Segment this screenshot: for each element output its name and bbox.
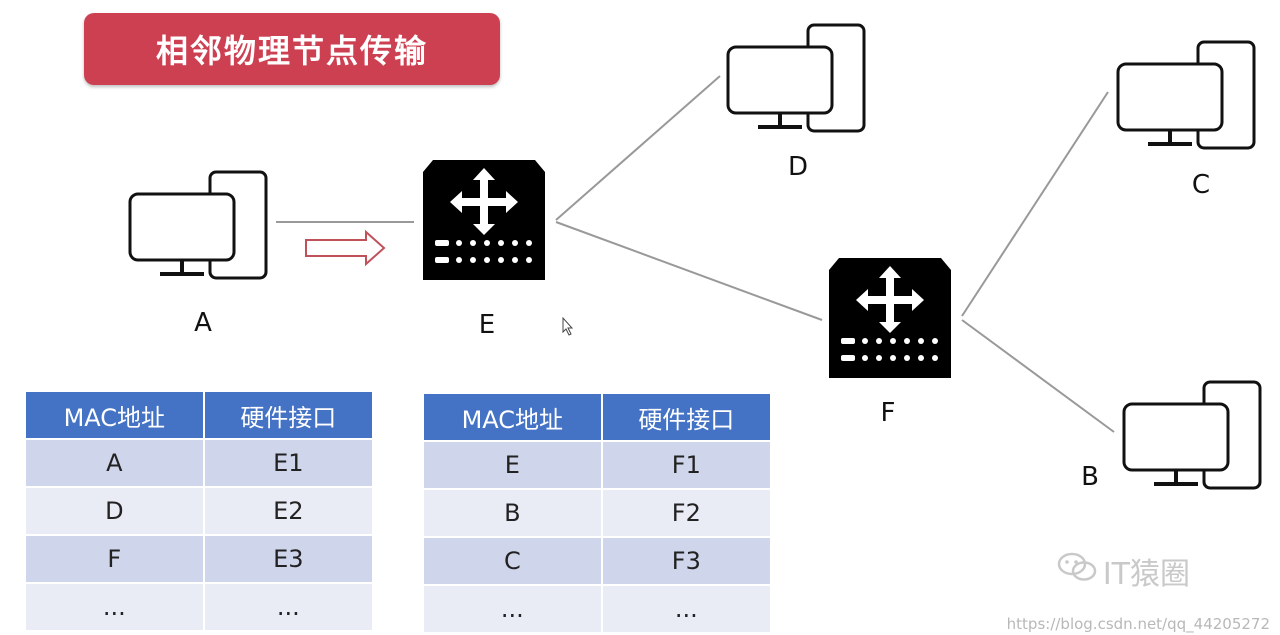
table-cell: ... xyxy=(601,584,770,632)
table-e-header-mac: MAC地址 xyxy=(26,392,205,439)
table-cell: E xyxy=(424,440,603,489)
router-f-icon xyxy=(829,258,951,378)
transmit-arrow xyxy=(305,229,386,267)
computer-c-icon xyxy=(1116,40,1256,150)
link-e-d xyxy=(555,75,721,221)
computer-a-icon xyxy=(128,170,268,280)
watermark-text: IT猿圈 xyxy=(1102,557,1190,592)
watermark: IT猿圈 xyxy=(1057,549,1190,593)
label-c: C xyxy=(1191,170,1211,200)
table-cell: ... xyxy=(424,584,603,632)
table-f-header-mac: MAC地址 xyxy=(424,394,603,441)
label-b: B xyxy=(1081,462,1099,492)
table-row: ...... xyxy=(26,582,372,630)
table-cell: A xyxy=(26,438,205,487)
link-e-f xyxy=(555,221,823,321)
table-cell: ... xyxy=(26,582,205,630)
table-cell: F xyxy=(26,534,205,583)
cursor-icon xyxy=(562,316,574,336)
router-e-icon xyxy=(423,160,545,280)
table-cell: E2 xyxy=(203,486,372,535)
computer-b-icon xyxy=(1122,380,1262,490)
label-d: D xyxy=(787,152,809,182)
table-cell: F3 xyxy=(601,536,770,585)
table-cell: F1 xyxy=(601,440,770,489)
link-f-b xyxy=(961,319,1115,433)
table-cell: B xyxy=(424,488,603,537)
label-a: A xyxy=(194,308,212,338)
source-url: https://blog.csdn.net/qq_44205272 xyxy=(1006,615,1270,633)
title-banner: 相邻物理节点传输 xyxy=(84,13,500,85)
table-cell: C xyxy=(424,536,603,585)
table-cell: E3 xyxy=(203,534,372,583)
table-row: ...... xyxy=(424,584,770,632)
link-f-c xyxy=(961,91,1109,317)
table-e-header-port: 硬件接口 xyxy=(203,392,372,439)
label-f: F xyxy=(880,398,896,428)
label-e: E xyxy=(478,310,496,340)
table-cell: ... xyxy=(203,582,372,630)
computer-d-icon xyxy=(726,23,866,133)
table-f-header-port: 硬件接口 xyxy=(601,394,770,441)
table-cell: E1 xyxy=(203,438,372,487)
wechat-icon xyxy=(1057,551,1097,591)
table-cell: F2 xyxy=(601,488,770,537)
table-cell: D xyxy=(26,486,205,535)
